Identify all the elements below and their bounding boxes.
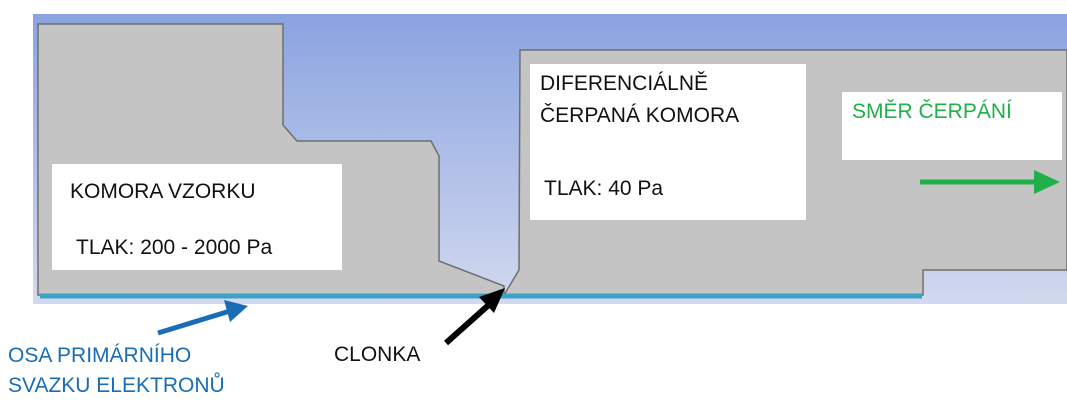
pumping-label-box — [842, 92, 1062, 160]
diff-chamber-label-box — [530, 64, 806, 220]
beam-axis-arrow — [157, 300, 248, 336]
aperture-label: CLONKA — [334, 343, 421, 366]
beam-axis-label-line2: SVAZKU ELEKTRONŮ — [8, 374, 225, 397]
sample-chamber-label-box — [52, 164, 342, 270]
beam-axis-label-line1: OSA PRIMÁRNÍHO — [8, 344, 192, 367]
diff-chamber-pressure: TLAK: 40 Pa — [544, 177, 664, 200]
diff-chamber-title-line1: DIFERENCIÁLNĚ — [540, 72, 709, 95]
diff-chamber-title-line2: ČERPANÁ KOMORA — [540, 104, 740, 127]
sample-chamber-title: KOMORA VZORKU — [70, 180, 256, 203]
pumping-direction-label: SMĚR ČERPÁNÍ — [852, 100, 1012, 123]
aperture-arrow — [444, 288, 505, 346]
pumping-arrow — [920, 170, 1060, 194]
sample-chamber-pressure: TLAK: 200 - 2000 Pa — [76, 236, 273, 259]
